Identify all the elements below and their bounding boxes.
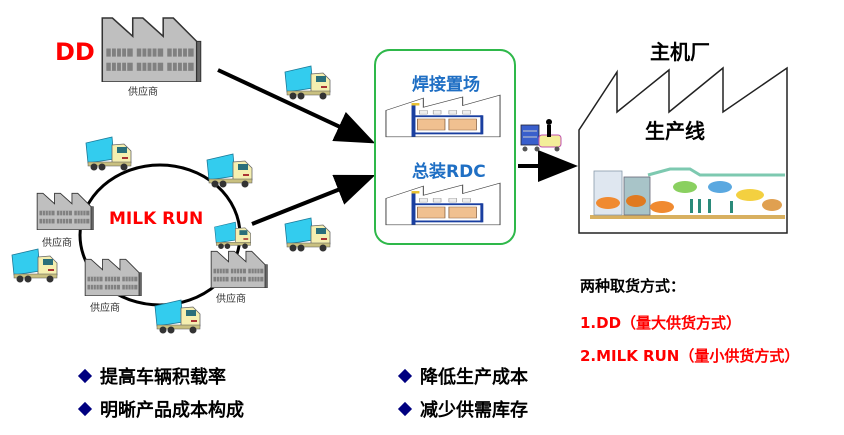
diamond-bullet-icon <box>77 401 93 417</box>
benefit-item: 减少供需库存 <box>397 396 528 422</box>
supplier-label: 供应商 <box>128 87 158 98</box>
truck-icon <box>84 134 134 172</box>
oem-title: 主机厂 <box>650 40 710 64</box>
legend-heading: 两种取货方式： <box>580 277 686 295</box>
warehouse-icon <box>384 92 502 138</box>
warehouse-icon <box>384 180 502 226</box>
factory-icon <box>100 16 202 82</box>
dd-arrow-icon <box>217 68 376 144</box>
diamond-bullet-icon <box>397 401 413 417</box>
legend-item-milk-run: 2.MILK RUN（量小供货方式） <box>580 347 800 365</box>
benefit-text: 明晰产品成本构成 <box>100 400 244 421</box>
truck-icon <box>213 219 253 251</box>
factory-icon <box>84 258 142 296</box>
supplier-label: 供应商 <box>216 294 246 305</box>
production-line-label: 生产线 <box>645 119 705 143</box>
benefit-item: 明晰产品成本构成 <box>77 396 244 422</box>
diamond-bullet-icon <box>397 368 413 384</box>
benefit-item: 降低生产成本 <box>397 363 528 389</box>
hub-box <box>374 49 516 245</box>
milk-run-label: MILK RUN <box>109 209 204 229</box>
assembly-rdc-label: 总装RDC <box>412 162 486 182</box>
factory-icon <box>36 192 94 230</box>
truck-icon <box>205 151 255 189</box>
legend-item-dd: 1.DD（量大供货方式） <box>580 314 742 332</box>
factory-icon <box>210 250 268 288</box>
benefit-text: 降低生产成本 <box>420 367 528 388</box>
supplier-label: 供应商 <box>90 303 120 314</box>
truck-icon <box>10 246 60 284</box>
forklift-icon <box>520 119 562 152</box>
dd-label: DD <box>55 38 95 66</box>
milkrun-arrow-icon <box>251 174 376 226</box>
benefit-item: 提高车辆积载率 <box>77 363 226 389</box>
truck-icon <box>283 63 333 101</box>
supplier-label: 供应商 <box>42 238 72 249</box>
truck-icon <box>283 215 333 253</box>
welding-yard-label: 焊接置场 <box>412 75 480 95</box>
production-line-illustration <box>590 167 785 219</box>
diamond-bullet-icon <box>77 368 93 384</box>
benefit-text: 减少供需库存 <box>420 400 528 421</box>
truck-icon <box>153 297 203 335</box>
benefit-text: 提高车辆积载率 <box>100 367 226 388</box>
